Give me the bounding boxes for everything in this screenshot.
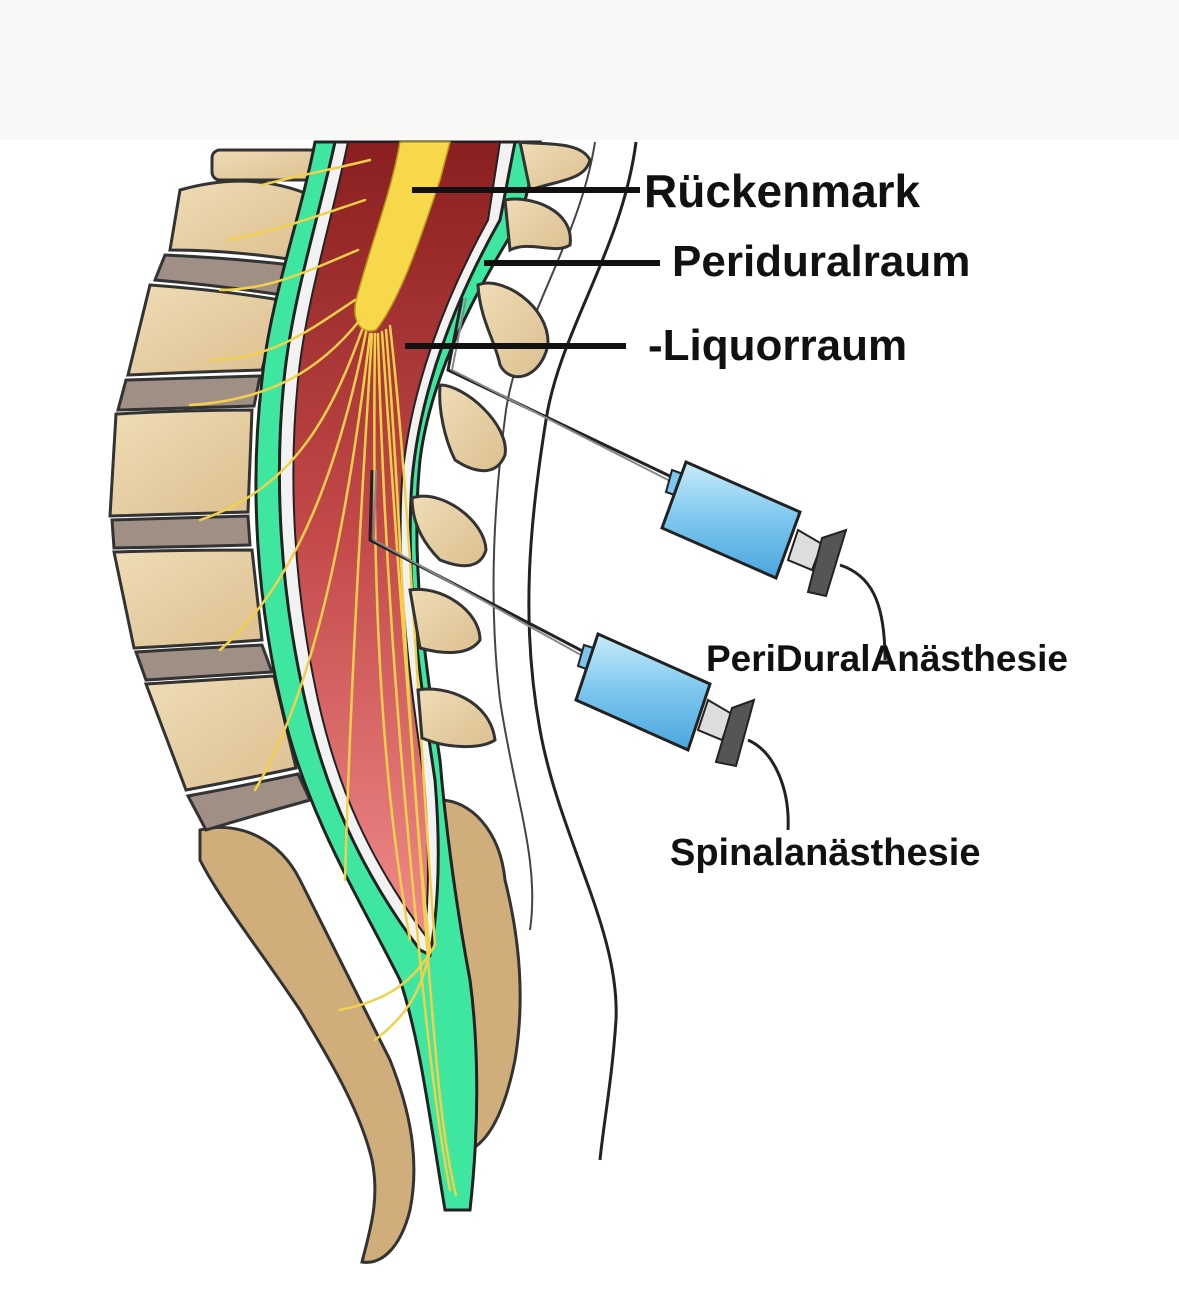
nerve-fibers <box>188 158 458 1197</box>
sacrum <box>198 825 416 1264</box>
leader-lines <box>405 187 660 349</box>
syringe-plunger <box>786 528 824 572</box>
vertebral-body <box>112 548 264 650</box>
vertebral-body <box>143 674 298 792</box>
label-periduralraum: Periduralraum <box>672 237 971 286</box>
vertebral-column <box>108 148 324 832</box>
spinous-process <box>503 197 572 253</box>
skin-outline <box>527 141 638 1161</box>
syringe-flange <box>806 528 848 598</box>
syringe-icon-periduralanaesthesie <box>446 297 887 661</box>
label-spinalanaesthesie: Spinalanästhesie <box>670 832 981 874</box>
needle <box>368 469 591 657</box>
top-background-band <box>0 0 1179 140</box>
label-liquorraum: -Liquorraum <box>648 321 908 370</box>
catheter <box>747 738 790 831</box>
syringe-flange <box>714 698 756 768</box>
label-rueckenmark: Rückenmark <box>644 165 921 217</box>
syringe-barrel <box>660 459 802 581</box>
spinous-process <box>518 140 592 192</box>
spinous-process <box>416 687 497 749</box>
syringe-icon-spinalanaesthesie <box>368 469 790 831</box>
syringe-barrel <box>574 631 712 753</box>
spinous-process <box>408 587 482 654</box>
catheter <box>839 563 887 661</box>
needle <box>446 297 679 482</box>
vertebral-body <box>126 283 282 377</box>
spinous-process <box>476 281 550 379</box>
spinous-process <box>410 494 488 568</box>
label-periduralanaesthesie: PeriDuralAnästhesie <box>706 638 1068 679</box>
skin-outline-inner <box>492 141 596 931</box>
intervertebral-disc <box>133 643 275 682</box>
spinous-processes <box>408 140 592 749</box>
spinous-process <box>438 383 507 473</box>
vertebral-body <box>108 408 254 518</box>
intervertebral-disc <box>110 514 252 550</box>
